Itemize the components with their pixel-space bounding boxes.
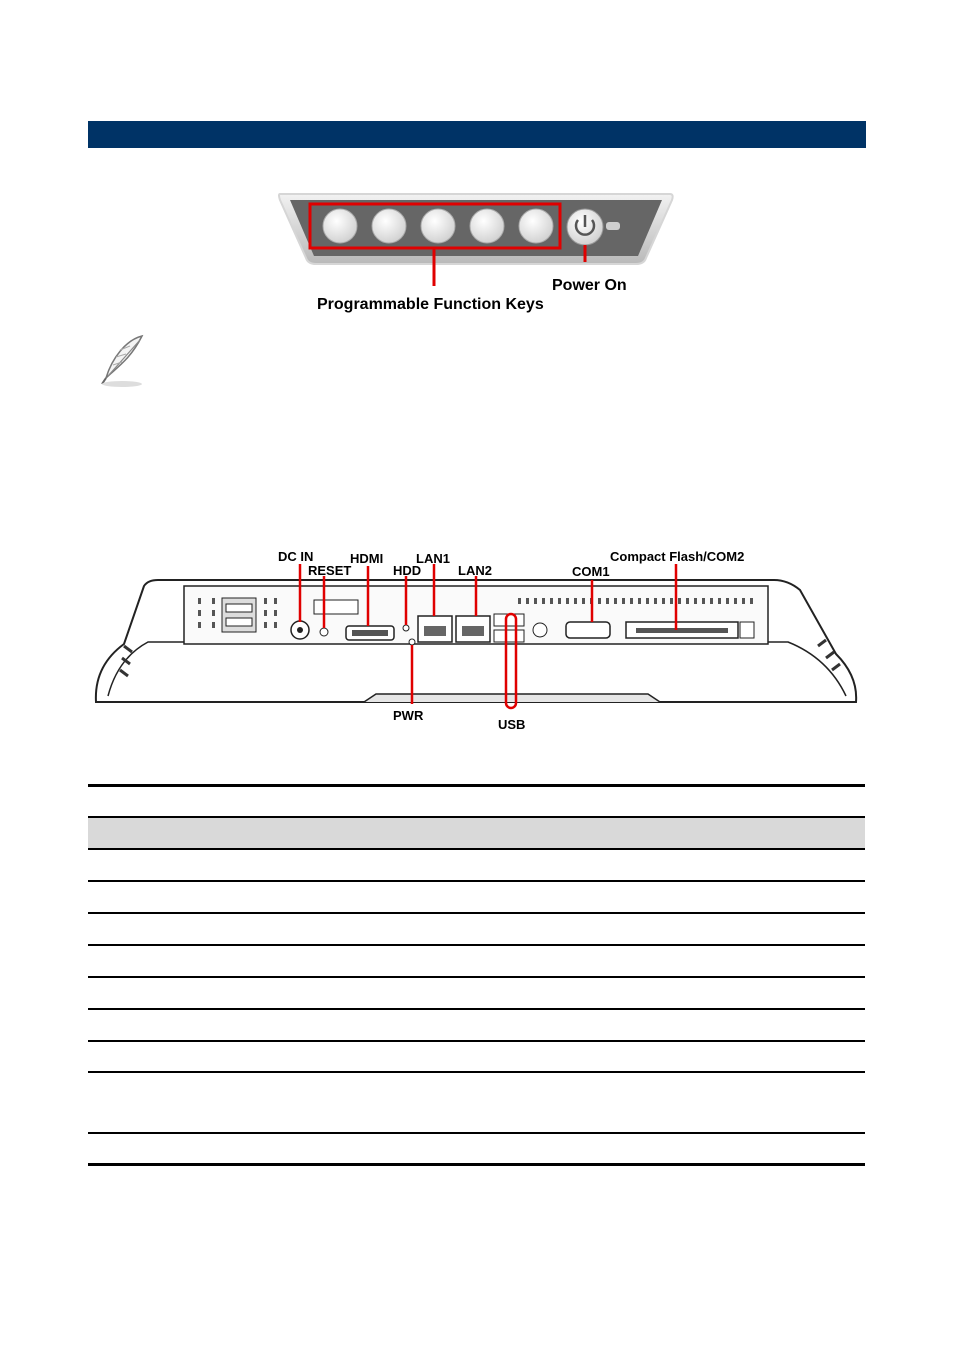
reset-button — [319, 627, 329, 637]
power-on-label: Power On — [552, 277, 627, 294]
table-bottom-rule — [88, 1163, 865, 1166]
table-rule — [88, 848, 865, 850]
usb-label: USB — [498, 717, 525, 732]
reset-label: RESET — [308, 563, 351, 578]
table-rule — [88, 944, 865, 946]
table-rule — [88, 912, 865, 914]
function-key-1 — [322, 208, 358, 244]
hdmi-label: HDMI — [350, 551, 383, 566]
function-key-5 — [518, 208, 554, 244]
dc-in-label: DC IN — [278, 549, 313, 564]
section-header-bar — [88, 121, 866, 148]
usb-port-bottom — [493, 629, 525, 643]
hdd-led — [402, 624, 410, 632]
function-key-2 — [371, 208, 407, 244]
table-top-rule — [88, 784, 865, 787]
lan1-label: LAN1 — [416, 551, 450, 566]
compact-flash-label: Compact Flash/COM2 — [610, 549, 744, 564]
function-keys-figure: Power On Programmable Function Keys — [278, 193, 674, 313]
table-rule — [88, 1008, 865, 1010]
function-key-4 — [469, 208, 505, 244]
table-rule — [88, 1071, 865, 1073]
pwr-led — [408, 638, 416, 646]
pwr-label: PWR — [393, 708, 424, 723]
function-keys-label: Programmable Function Keys — [317, 296, 544, 313]
feather-note-icon — [101, 334, 144, 387]
hdd-label: HDD — [393, 563, 421, 578]
lan2-label: LAN2 — [458, 563, 492, 578]
side-usb-block — [221, 597, 257, 633]
function-key-buttons — [322, 208, 554, 244]
audio-port — [532, 622, 548, 638]
rear-io-figure: DC IN RESET HDMI HDD LAN1 LAN2 COM1 Comp… — [94, 549, 858, 732]
com1-port — [565, 621, 611, 639]
table-header-row — [88, 818, 865, 848]
table-rule — [88, 976, 865, 978]
table-rule — [88, 816, 865, 818]
usb-port-top — [493, 613, 525, 627]
table-rule — [88, 880, 865, 882]
table-rule — [88, 1132, 865, 1134]
com1-label: COM1 — [572, 564, 610, 579]
function-key-3 — [420, 208, 456, 244]
table-rule — [88, 1040, 865, 1042]
